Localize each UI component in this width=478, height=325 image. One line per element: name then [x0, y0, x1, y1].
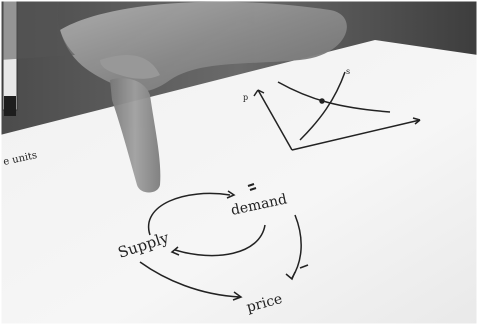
svg-text:p: p — [243, 93, 248, 102]
svg-text:s: s — [346, 67, 350, 76]
